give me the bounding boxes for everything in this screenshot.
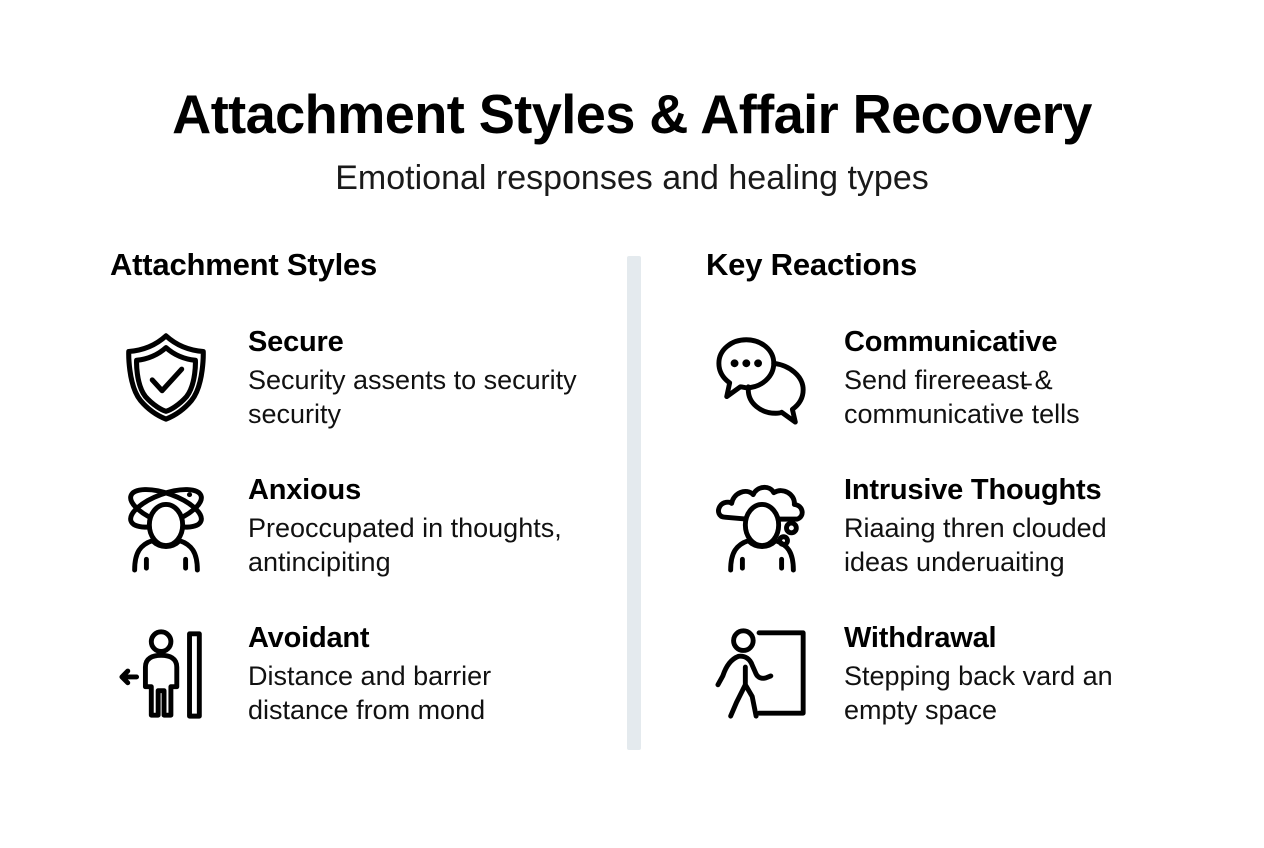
item-title-secure: Secure: [248, 326, 344, 359]
header-block: Attachment Styles & Affair Recovery Emot…: [0, 86, 1264, 197]
column-divider: [627, 256, 641, 750]
page-subtitle: Emotional responses and healing types: [335, 159, 929, 198]
shield-check-icon: [110, 324, 222, 436]
item-title-withdrawal: Withdrawal: [844, 622, 997, 655]
item-title-anxious: Anxious: [248, 474, 361, 507]
item-desc-communicative: Send firereeast̵ & communicative tells: [844, 364, 1080, 430]
page-title: Attachment Styles & Affair Recovery: [172, 83, 1092, 145]
list-item-withdrawal[interactable]: Withdrawal Stepping back vard an empty s…: [706, 620, 1176, 732]
list-item-avoidant[interactable]: Avoidant Distance and barrier distance f…: [110, 620, 580, 732]
column-key-reactions: Key Reactions Communicative Send fireree…: [706, 247, 1176, 732]
person-cloud-icon: [706, 472, 818, 584]
column-attachment-styles: Attachment Styles Secure Security assent…: [110, 247, 580, 732]
list-item-anxious[interactable]: Anxious Preoccupated in thoughts, antinc…: [110, 472, 580, 584]
item-desc-avoidant: Distance and barrier distance from mond: [248, 660, 492, 726]
item-text-withdrawal: Withdrawal Stepping back vard an empty s…: [818, 620, 1176, 728]
column-header-attachment-styles: Attachment Styles: [110, 247, 378, 282]
person-wall-arrow-icon: [110, 620, 222, 732]
list-item-communicative[interactable]: Communicative Send firereeast̵ & communi…: [706, 324, 1176, 436]
item-text-intrusive-thoughts: Intrusive Thoughts Riaaing thren clouded…: [818, 472, 1176, 580]
item-desc-intrusive-thoughts: Riaaing thren clouded ideas underuaiting: [844, 512, 1107, 578]
item-title-communicative: Communicative: [844, 326, 1058, 359]
item-desc-anxious: Preoccupated in thoughts, antincipiting: [248, 512, 562, 578]
item-text-secure: Secure Security assents to security secu…: [222, 324, 580, 432]
item-text-avoidant: Avoidant Distance and barrier distance f…: [222, 620, 580, 728]
column-header-key-reactions: Key Reactions: [706, 247, 918, 282]
person-exit-door-icon: [706, 620, 818, 732]
item-title-avoidant: Avoidant: [248, 622, 370, 655]
list-item-secure[interactable]: Secure Security assents to security secu…: [110, 324, 580, 436]
columns-container: Attachment Styles Secure Security assent…: [0, 247, 1264, 768]
item-text-communicative: Communicative Send firereeast̵ & communi…: [818, 324, 1176, 432]
item-desc-withdrawal: Stepping back vard an empty space: [844, 660, 1113, 726]
item-desc-secure: Security assents to security security: [248, 364, 577, 430]
item-title-intrusive-thoughts: Intrusive Thoughts: [844, 474, 1102, 507]
list-item-intrusive-thoughts[interactable]: Intrusive Thoughts Riaaing thren clouded…: [706, 472, 1176, 584]
item-text-anxious: Anxious Preoccupated in thoughts, antinc…: [222, 472, 580, 580]
speech-bubbles-icon: [706, 324, 818, 436]
person-orbits-icon: [110, 472, 222, 584]
